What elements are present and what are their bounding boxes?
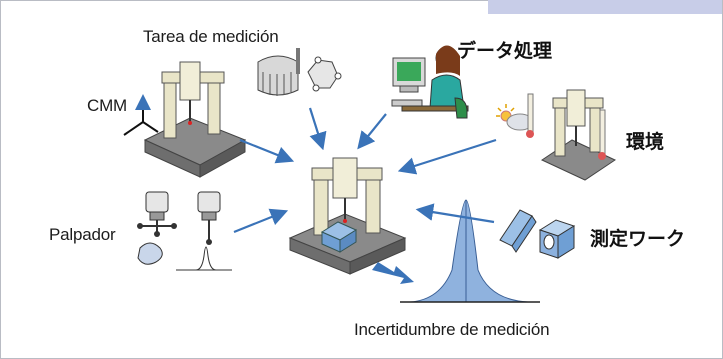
label-probe: Palpador [49, 225, 116, 244]
measurement-task-illustration [257, 48, 342, 96]
label-cmm: CMM [87, 96, 127, 115]
label-uncertainty: Incertidumbre de medición [354, 320, 550, 339]
workpiece-illustration [499, 209, 576, 259]
central-cmm-illustration [288, 157, 407, 275]
arrow-from-cmm [239, 138, 295, 164]
cmm-illustration [123, 61, 247, 178]
arrow-from-task [308, 107, 327, 151]
label-environment: 環境 [626, 131, 665, 153]
label-data-processing: データ処理 [457, 40, 553, 62]
arrows [233, 107, 497, 234]
label-workpiece: 測定ワーク [590, 228, 686, 250]
arrow-from-probe [233, 208, 289, 234]
data-processing-illustration [391, 45, 469, 119]
arrow-from-environment [397, 138, 497, 175]
label-measurement-task: Tarea de medición [143, 27, 279, 46]
arrow-from-data [357, 113, 387, 150]
arrow-to-uncertainty [372, 262, 414, 284]
arrow-from-workpiece [415, 203, 495, 224]
environment-illustration [496, 89, 617, 181]
header-strip [488, 0, 722, 14]
probe-illustration [137, 191, 232, 271]
